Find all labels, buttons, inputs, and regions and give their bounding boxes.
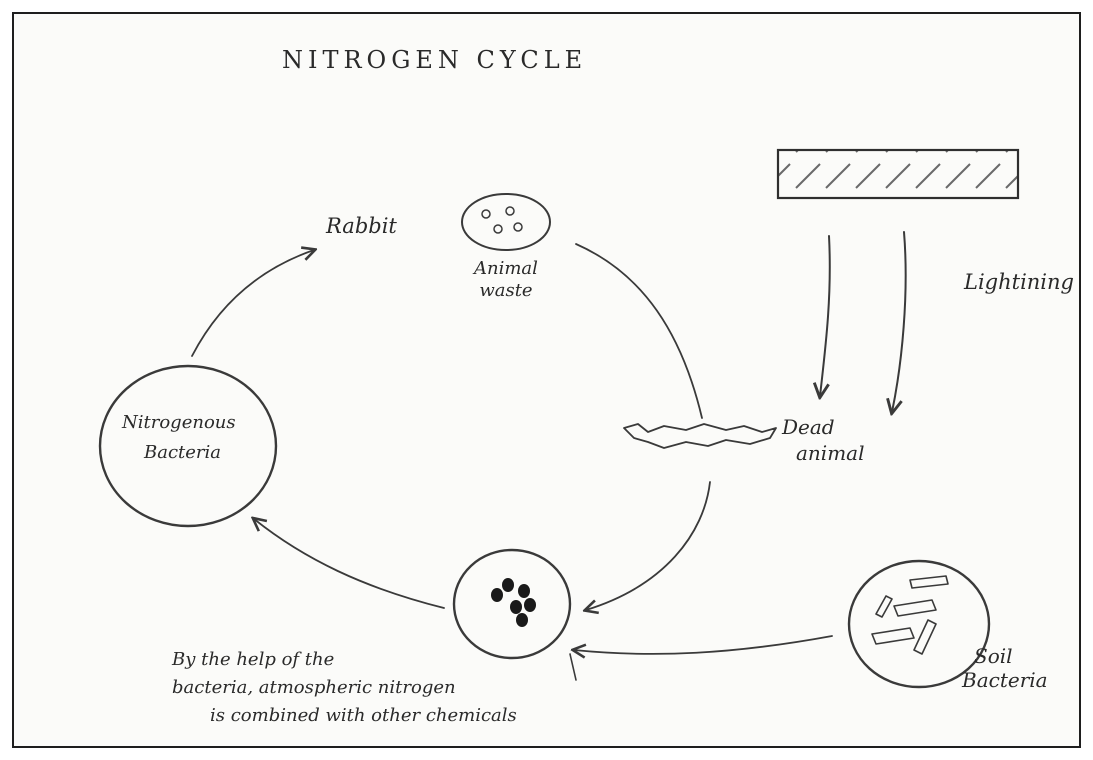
soil-bacteria-circle (847, 559, 991, 689)
nitrogenous-bacteria-line-1: Nitrogenous (122, 412, 236, 433)
nitrogenous-bacteria-line-2: Bacteria (144, 442, 222, 463)
diagram-sheet: NITROGEN CYCLE Rabbit Animal waste Light… (12, 12, 1081, 748)
waste-to-dead-animal-line (575, 243, 703, 419)
rabbit-label: Rabbit (326, 214, 397, 238)
soil-bacteria-label: Soil Bacteria (962, 644, 1048, 692)
dead-animal-label: Dead animal (782, 414, 865, 466)
lightning-arrow-right (892, 231, 907, 412)
soil-bacteria-line-1: Soil (974, 644, 1013, 668)
lightning-label: Lightining (964, 270, 1074, 294)
caption-line-3: is combined with other chemicals (210, 705, 517, 726)
center-to-bacteria-arrow (254, 519, 445, 609)
dead-animal-icon (623, 423, 777, 449)
nitrogenous-bacteria-circle (98, 364, 278, 528)
cycle-drawing (98, 148, 1020, 689)
bacteria-to-rabbit-arrow (191, 250, 314, 357)
caption-line-1: By the help of the (172, 649, 335, 670)
lightning-arrow-left (820, 235, 831, 396)
animal-waste-icon (461, 193, 551, 251)
center-tail-line (569, 653, 577, 681)
lightning-box (776, 148, 1020, 200)
nitrogen-center-circle (452, 548, 572, 660)
dead-animal-to-center-arrow (586, 481, 711, 610)
animal-waste-label: Animal waste (474, 258, 538, 302)
soil-bacteria-line-2: Bacteria (962, 668, 1048, 692)
animal-waste-line-1: Animal (474, 258, 538, 279)
animal-waste-line-2: waste (479, 280, 533, 301)
soil-to-center-arrow (574, 635, 833, 654)
nitrogenous-bacteria-label: Nitrogenous Bacteria (122, 408, 236, 468)
caption-line-2: bacteria, atmospheric nitrogen (172, 677, 456, 698)
caption: By the help of the bacteria, atmospheric… (172, 646, 517, 730)
dead-animal-line-2: animal (796, 441, 865, 465)
diagram-title: NITROGEN CYCLE (282, 46, 588, 74)
dead-animal-line-1: Dead (782, 415, 835, 439)
